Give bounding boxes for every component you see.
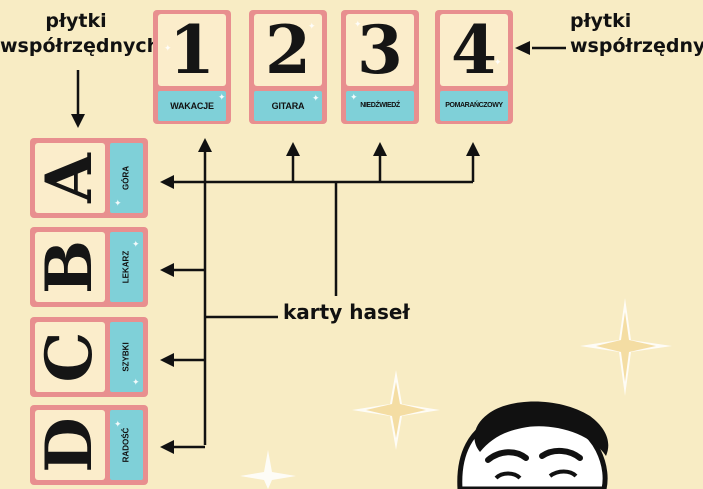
mascot-head-illustration [457, 401, 609, 489]
tile-face: 1 ✦ [158, 14, 226, 86]
sparkle-star-icon [240, 450, 296, 489]
tile-face: 3 ✦ [346, 14, 414, 86]
coordinate-tile-4: 4 ✦ POMARAŃCZOWY [435, 10, 513, 124]
codeword-card: POMARAŃCZOWY [440, 91, 508, 121]
tile-face: A [35, 143, 105, 213]
sparkle-icon: ✦ [354, 19, 362, 29]
tile-number: 1 [169, 14, 215, 86]
callout-line-2: współrzędnych [0, 35, 161, 57]
sparkle-icon: ✦ [114, 419, 122, 429]
arrow-down-icon [71, 114, 85, 128]
codeword-label: POMARAŃCZOWY [445, 102, 503, 109]
tile-number: 3 [357, 14, 403, 86]
sparkle-icon: ✦ [218, 92, 226, 102]
arrow-up-icon [466, 142, 480, 156]
codeword-card: LEKARZ ✦ [110, 232, 143, 302]
arrow-left-icon [160, 263, 174, 277]
coordinate-tile-c: C SZYBKI ✦ [30, 317, 148, 397]
sparkle-icon: ✦ [350, 92, 358, 102]
arrow-up-icon [373, 142, 387, 156]
sparkle-icon: ✦ [132, 239, 140, 249]
codeword-card: GITARA ✦ [254, 91, 322, 121]
sparkle-icon: ✦ [164, 43, 172, 53]
coordinate-tile-d: D RADOŚĆ ✦ [30, 405, 148, 485]
callout-line-1: płytki [570, 10, 632, 32]
tile-number: 2 [265, 14, 311, 86]
arrow-up-icon [198, 138, 212, 152]
callout-line-2: współrzędnych [570, 35, 703, 57]
sparkle-icon: ✦ [494, 57, 502, 67]
tile-number: 4 [451, 14, 497, 86]
tile-face: 2 ✦ [254, 14, 322, 86]
arrow-left-icon [160, 353, 174, 367]
sparkle-icon: ✦ [312, 93, 320, 103]
callout-line-1: płytki [45, 10, 107, 32]
codeword-card: WAKACJE ✦ [158, 91, 226, 121]
sparkle-icon: ✦ [114, 198, 122, 208]
coordinate-tile-b: B LEKARZ ✦ [30, 227, 148, 307]
codeword-card: RADOŚĆ ✦ [110, 410, 143, 480]
arrow-left-icon [160, 440, 174, 454]
codeword-label: WAKACJE [170, 101, 214, 111]
tile-face: 4 ✦ [440, 14, 508, 86]
coordinate-tile-3: 3 ✦ NIEDŹWIEDŹ ✦ [341, 10, 419, 124]
arrow-up-icon [286, 142, 300, 156]
codeword-card: GÓRA ✦ [110, 143, 143, 213]
coordinate-tile-a: A GÓRA ✦ [30, 138, 148, 218]
codeword-label: NIEDŹWIEDŹ [360, 102, 400, 109]
arrow-left-icon [160, 175, 174, 189]
codeword-label: GITARA [271, 101, 305, 111]
tile-face: C [35, 322, 105, 392]
tile-face: D [35, 410, 105, 480]
sparkle-icon: ✦ [132, 377, 140, 387]
tile-face: B [35, 232, 105, 302]
sparkle-icon: ✦ [308, 21, 316, 31]
codeword-card: NIEDŹWIEDŹ ✦ [346, 91, 414, 121]
coordinate-tiles-label-right: płytki współrzędnych [570, 9, 703, 59]
codeword-card: SZYBKI ✦ [110, 322, 143, 392]
coordinate-tiles-label-left: płytki współrzędnych [0, 9, 161, 59]
arrow-left-icon [515, 41, 530, 55]
coordinate-tile-2: 2 ✦ GITARA ✦ [249, 10, 327, 124]
sparkle-star-icon [366, 382, 426, 438]
sparkle-star-icon [596, 312, 656, 382]
codeword-cards-label: karty haseł [283, 300, 410, 324]
coordinate-tile-1: 1 ✦ WAKACJE ✦ [153, 10, 231, 124]
